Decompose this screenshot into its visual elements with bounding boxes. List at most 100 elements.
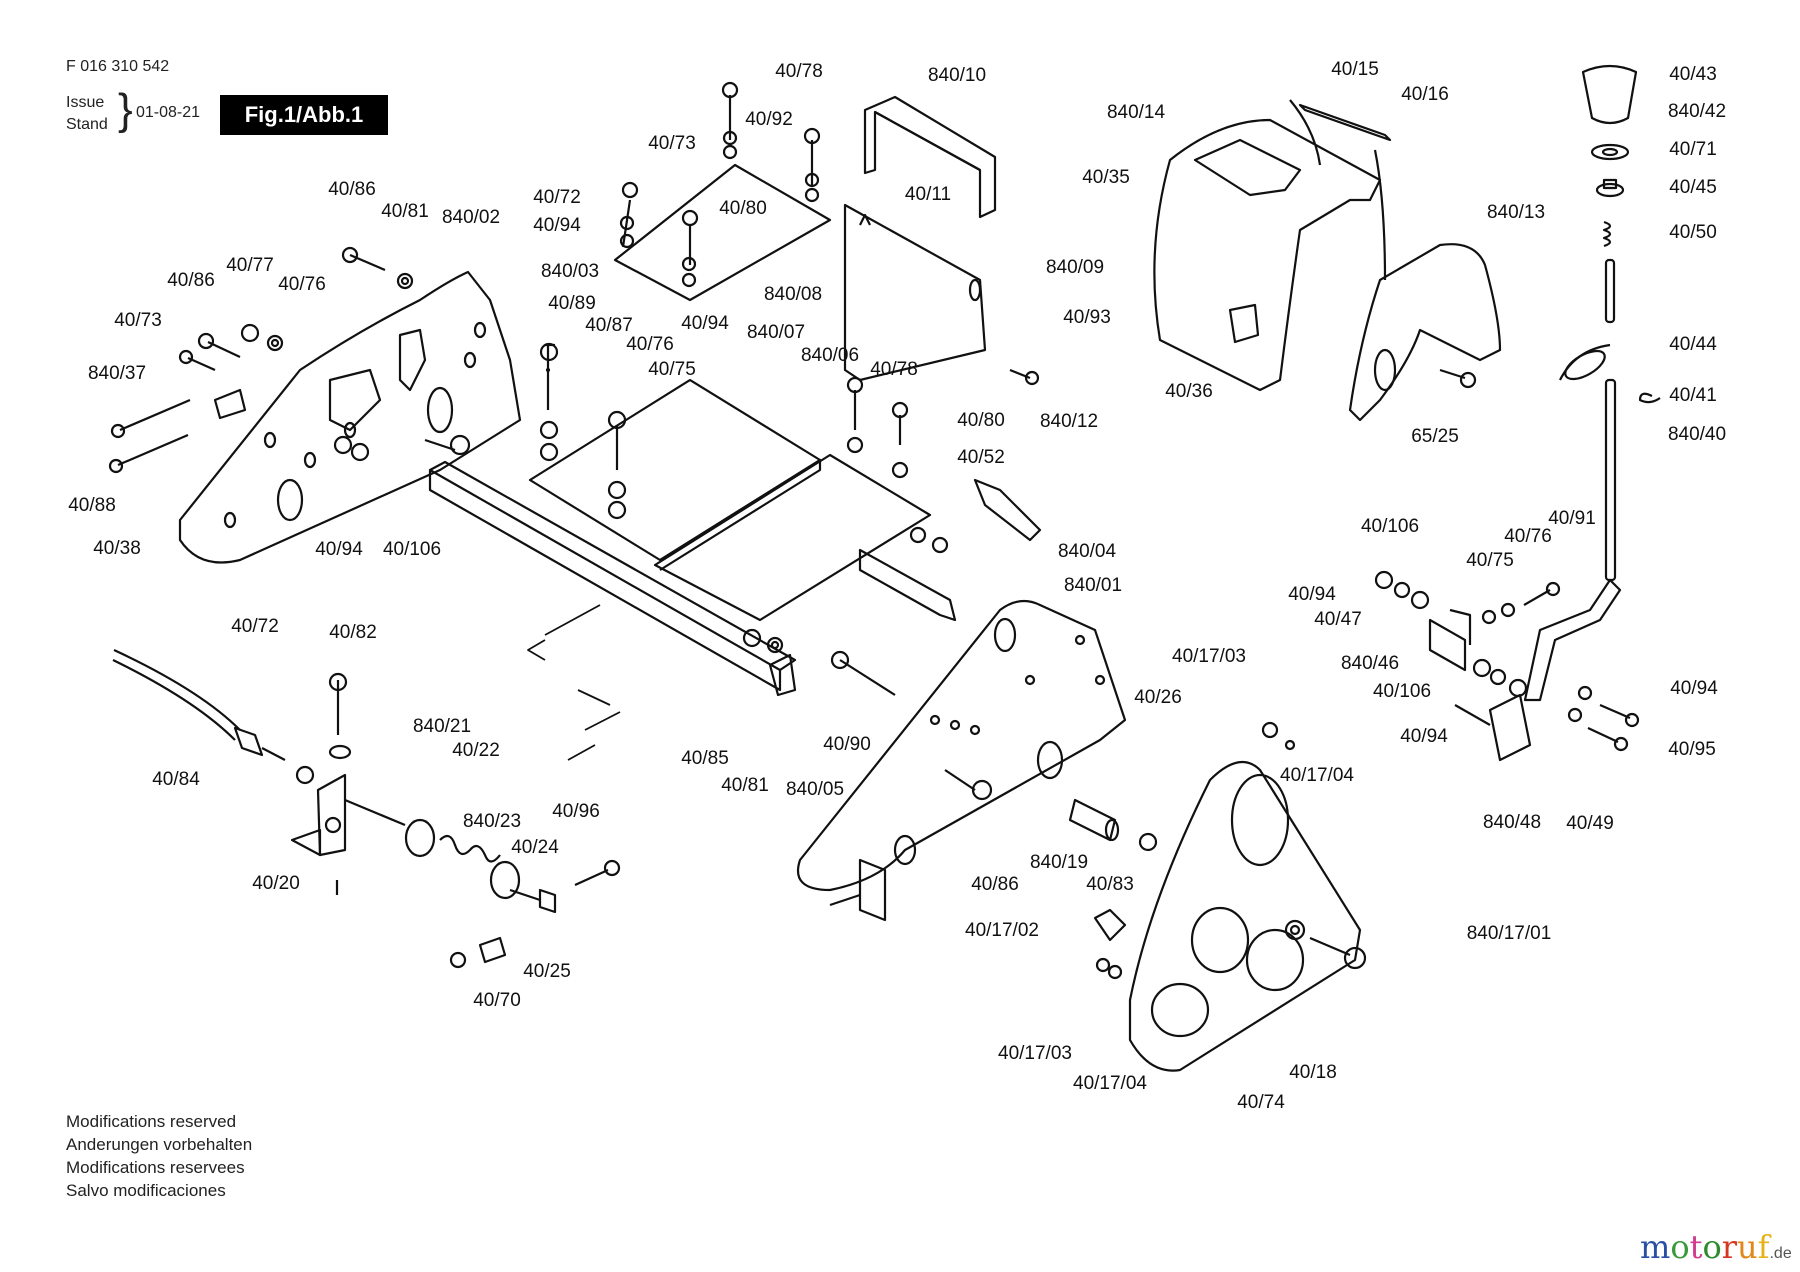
part-label[interactable]: 40/17/04 <box>1073 1073 1147 1094</box>
part-label[interactable]: 840/19 <box>1029 852 1089 873</box>
part-label[interactable]: 40/96 <box>552 801 600 822</box>
part-label[interactable]: 840/06 <box>800 345 860 366</box>
part-label[interactable]: 840/48 <box>1482 812 1542 833</box>
part-label[interactable]: 40/17/04 <box>1280 765 1354 786</box>
part-label[interactable]: 40/17/03 <box>998 1043 1072 1064</box>
part-label[interactable]: 40/94 <box>533 215 581 236</box>
part-label[interactable]: 40/93 <box>1063 307 1111 328</box>
part-label[interactable]: 40/72 <box>533 187 581 208</box>
part-label[interactable]: 40/88 <box>68 495 116 516</box>
shift-lever-stack <box>1523 64 1661 702</box>
part-label[interactable]: 840/12 <box>1039 411 1099 432</box>
part-label[interactable]: 840/08 <box>763 284 823 305</box>
part-label[interactable]: 40/52 <box>957 447 1005 468</box>
part-label[interactable]: 40/76 <box>278 274 326 295</box>
part-label[interactable]: 40/84 <box>152 769 200 790</box>
part-label[interactable]: 840/04 <box>1057 541 1117 562</box>
part-label[interactable]: 40/90 <box>823 734 871 755</box>
part-label[interactable]: 40/83 <box>1086 874 1134 895</box>
part-label[interactable]: 40/89 <box>548 293 596 314</box>
part-label[interactable]: 40/78 <box>870 359 918 380</box>
part-label[interactable]: 40/72 <box>231 616 279 637</box>
part-label[interactable]: 40/70 <box>473 990 521 1011</box>
brand-letter: t <box>1689 1228 1703 1266</box>
part-label[interactable]: 840/46 <box>1340 653 1400 674</box>
part-label[interactable]: 40/25 <box>523 961 571 982</box>
part-label[interactable]: 40/50 <box>1669 222 1717 243</box>
part-label[interactable]: 40/35 <box>1082 167 1130 188</box>
part-label[interactable]: 40/17/03 <box>1172 646 1246 667</box>
part-label[interactable]: 40/76 <box>626 334 674 355</box>
part-label[interactable]: 40/106 <box>382 539 442 560</box>
cover-840-10 <box>863 95 997 219</box>
part-label[interactable]: 40/73 <box>648 133 696 154</box>
part-label[interactable]: 40/75 <box>1466 550 1514 571</box>
part-label[interactable]: 840/03 <box>540 261 600 282</box>
part-label[interactable]: 40/92 <box>745 109 793 130</box>
plate-840-06 <box>653 376 1042 622</box>
part-label[interactable]: 40/106 <box>1360 516 1420 537</box>
part-label[interactable]: 40/75 <box>648 359 696 380</box>
part-label[interactable]: 40/94 <box>681 313 729 334</box>
part-label[interactable]: 40/94 <box>1400 726 1448 747</box>
part-label[interactable]: 840/01 <box>1063 575 1123 596</box>
part-label[interactable]: 40/91 <box>1548 508 1596 529</box>
part-label[interactable]: 40/94 <box>315 539 363 560</box>
part-label[interactable]: 40/17/02 <box>965 920 1039 941</box>
part-label[interactable]: 40/73 <box>114 310 162 331</box>
part-label[interactable]: 840/10 <box>927 65 987 86</box>
part-label[interactable]: 840/40 <box>1667 424 1727 445</box>
part-label[interactable]: 840/14 <box>1106 102 1166 123</box>
part-label[interactable]: 840/13 <box>1486 202 1546 223</box>
part-label[interactable]: 40/36 <box>1165 381 1213 402</box>
part-label[interactable]: 840/17/01 <box>1466 923 1552 944</box>
part-label[interactable]: 40/80 <box>719 198 767 219</box>
part-label[interactable]: 40/15 <box>1331 59 1379 80</box>
part-label[interactable]: 40/94 <box>1670 678 1718 699</box>
part-label[interactable]: 40/80 <box>957 410 1005 431</box>
part-label[interactable]: 40/95 <box>1668 739 1716 760</box>
part-label[interactable]: 840/07 <box>746 322 806 343</box>
part-label[interactable]: 840/02 <box>441 207 501 228</box>
part-label[interactable]: 40/81 <box>721 775 769 796</box>
part-label[interactable]: 40/86 <box>971 874 1019 895</box>
part-label[interactable]: 40/41 <box>1669 385 1717 406</box>
part-label[interactable]: 40/78 <box>775 61 823 82</box>
part-label[interactable]: 40/87 <box>585 315 633 336</box>
side-plate-840-13 <box>1348 243 1502 422</box>
part-label[interactable]: 40/71 <box>1669 139 1717 160</box>
part-label[interactable]: 65/25 <box>1411 426 1459 447</box>
part-label[interactable]: 40/22 <box>452 740 500 761</box>
part-label[interactable]: 40/11 <box>904 184 952 205</box>
part-label[interactable]: 40/26 <box>1134 687 1182 708</box>
part-label[interactable]: 40/74 <box>1237 1092 1285 1113</box>
part-label[interactable]: 40/86 <box>328 179 376 200</box>
part-label[interactable]: 840/05 <box>785 779 845 800</box>
issue-label: Issue <box>66 94 105 111</box>
part-label[interactable]: 840/42 <box>1667 101 1727 122</box>
brand-logo[interactable]: motoruf.de <box>1640 1228 1792 1266</box>
part-label[interactable]: 40/81 <box>381 201 429 222</box>
part-label[interactable]: 40/86 <box>167 270 215 291</box>
part-label[interactable]: 40/45 <box>1669 177 1717 198</box>
part-label[interactable]: 40/16 <box>1401 84 1449 105</box>
part-label[interactable]: 840/09 <box>1045 257 1105 278</box>
part-label[interactable]: 40/76 <box>1504 526 1552 547</box>
part-label[interactable]: 840/23 <box>462 811 522 832</box>
part-label[interactable]: 40/49 <box>1566 813 1614 834</box>
part-label[interactable]: 40/44 <box>1669 334 1717 355</box>
part-label[interactable]: 40/47 <box>1314 609 1362 630</box>
part-label[interactable]: 40/106 <box>1372 681 1432 702</box>
part-label[interactable]: 40/38 <box>93 538 141 559</box>
part-label[interactable]: 40/77 <box>226 255 274 276</box>
part-label[interactable]: 40/85 <box>681 748 729 769</box>
part-label[interactable]: 840/21 <box>412 716 472 737</box>
part-label[interactable]: 40/82 <box>329 622 377 643</box>
part-label[interactable]: 40/20 <box>252 873 300 894</box>
part-label[interactable]: 40/94 <box>1288 584 1336 605</box>
part-label[interactable]: 840/37 <box>87 363 147 384</box>
part-label[interactable]: 40/18 <box>1289 1062 1337 1083</box>
part-label[interactable]: 40/43 <box>1669 64 1717 85</box>
part-label[interactable]: 40/24 <box>511 837 559 858</box>
